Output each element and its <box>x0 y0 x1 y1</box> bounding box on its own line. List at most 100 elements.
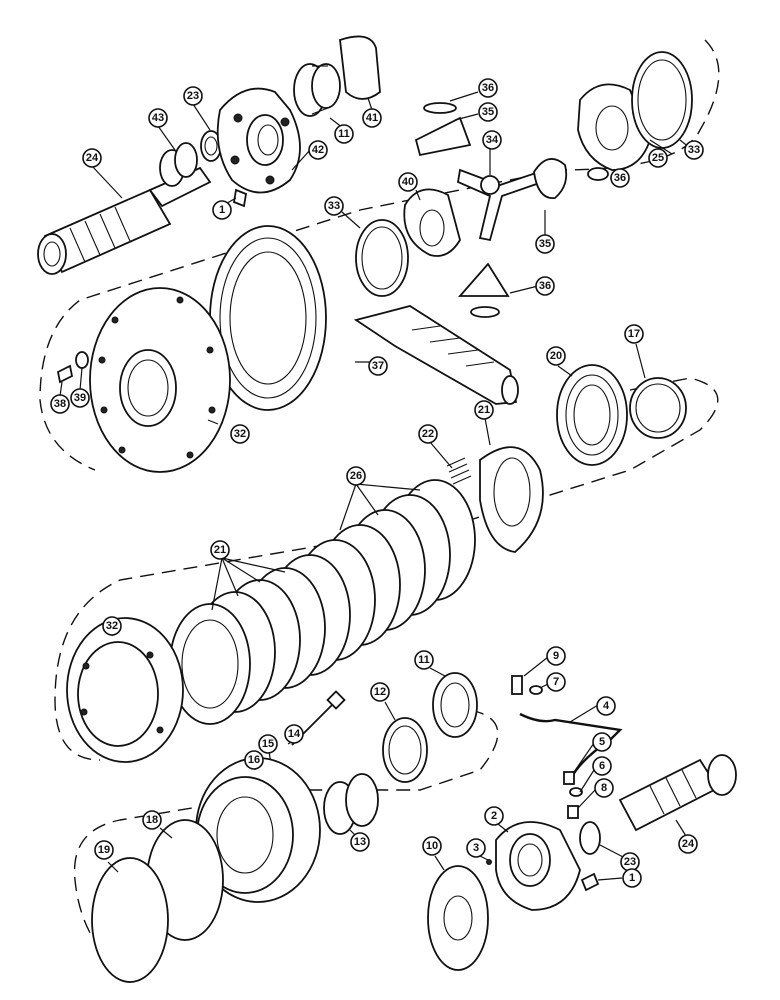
svg-text:15: 15 <box>262 738 274 750</box>
svg-text:23: 23 <box>624 856 636 868</box>
svg-text:9: 9 <box>553 650 559 662</box>
svg-text:2: 2 <box>491 810 497 822</box>
callout-3: 3 <box>466 838 486 858</box>
bearing-lower <box>382 667 478 783</box>
callout-6: 6 <box>592 756 612 776</box>
callout-11-upper: 11 <box>334 124 354 144</box>
callout-7: 7 <box>546 672 566 692</box>
callout-36-right: 36 <box>610 168 630 188</box>
callout-1-upper: 1 <box>212 200 232 220</box>
svg-text:5: 5 <box>599 736 605 748</box>
svg-text:7: 7 <box>553 676 559 688</box>
callout-39: 39 <box>70 388 90 408</box>
callout-41: 41 <box>362 108 382 128</box>
svg-text:35: 35 <box>482 106 494 118</box>
svg-text:32: 32 <box>106 620 118 632</box>
svg-text:3: 3 <box>473 842 479 854</box>
callout-43: 43 <box>148 108 168 128</box>
callout-10: 10 <box>422 836 442 856</box>
callout-5: 5 <box>592 732 612 752</box>
differential-case <box>56 287 231 473</box>
svg-text:11: 11 <box>418 654 430 666</box>
thrust-washer-left <box>341 211 409 297</box>
callout-19: 19 <box>94 840 114 860</box>
callout-2: 2 <box>484 806 504 826</box>
callout-8: 8 <box>594 778 614 798</box>
svg-text:21: 21 <box>478 404 490 416</box>
svg-text:40: 40 <box>402 176 414 188</box>
svg-text:10: 10 <box>426 840 438 852</box>
svg-text:8: 8 <box>601 782 607 794</box>
callout-40: 40 <box>398 172 418 192</box>
callout-21-lower: 21 <box>210 540 230 560</box>
svg-text:33: 33 <box>688 144 700 156</box>
bearing-upper <box>293 35 381 129</box>
callout-22: 22 <box>418 424 438 444</box>
svg-text:39: 39 <box>74 392 86 404</box>
clutch-housing <box>66 617 184 763</box>
svg-text:4: 4 <box>603 700 610 712</box>
svg-text:43: 43 <box>152 112 164 124</box>
svg-text:23: 23 <box>187 90 199 102</box>
callout-11-lower: 11 <box>414 650 434 670</box>
svg-text:33: 33 <box>328 200 340 212</box>
callout-42: 42 <box>308 140 328 160</box>
svg-text:24: 24 <box>682 838 695 850</box>
callout-15: 15 <box>258 734 278 754</box>
svg-text:26: 26 <box>350 470 362 482</box>
svg-text:25: 25 <box>652 152 664 164</box>
callout-35-middle: 35 <box>535 234 555 254</box>
callout-13: 13 <box>350 832 370 852</box>
svg-text:11: 11 <box>338 128 350 140</box>
callout-32-upper: 32 <box>230 424 250 444</box>
svg-text:17: 17 <box>628 328 640 340</box>
piston-seal-and-ring <box>556 343 687 466</box>
svg-text:20: 20 <box>550 350 562 362</box>
clutch-disc-pack <box>169 479 476 725</box>
svg-text:14: 14 <box>288 728 301 740</box>
callout-17: 17 <box>624 324 644 344</box>
axle-shaft-lower <box>579 754 737 859</box>
callout-23-lower: 23 <box>620 852 640 872</box>
svg-text:12: 12 <box>374 686 386 698</box>
svg-text:42: 42 <box>312 144 324 156</box>
callout-1-lower: 1 <box>622 868 642 888</box>
callout-33-left: 33 <box>324 196 344 216</box>
callout-35-top: 35 <box>478 102 498 122</box>
callout-32-lower: 32 <box>102 616 122 636</box>
svg-text:24: 24 <box>86 152 99 164</box>
callout-23-upper: 23 <box>183 86 203 106</box>
svg-text:41: 41 <box>366 112 378 124</box>
piston-and-seal-rings <box>91 755 321 983</box>
callout-33-right: 33 <box>684 140 704 160</box>
svg-text:36: 36 <box>614 172 626 184</box>
svg-text:35: 35 <box>539 238 551 250</box>
svg-text:36: 36 <box>539 280 551 292</box>
svg-text:6: 6 <box>599 760 605 772</box>
svg-text:16: 16 <box>248 754 260 766</box>
callout-24-lower: 24 <box>678 834 698 854</box>
differential-gears <box>403 51 693 318</box>
svg-text:22: 22 <box>422 428 434 440</box>
callout-38: 38 <box>50 394 70 414</box>
callout-26: 26 <box>346 466 366 486</box>
svg-text:1: 1 <box>219 204 225 216</box>
callout-12: 12 <box>370 682 390 702</box>
callout-36-top: 36 <box>478 78 498 98</box>
callout-20: 20 <box>546 346 566 366</box>
callout-18: 18 <box>142 810 162 830</box>
callout-34: 34 <box>482 130 502 150</box>
svg-text:38: 38 <box>54 398 66 410</box>
bolt-washer-rings <box>266 690 379 841</box>
ring-gear-and-pinion <box>209 225 519 411</box>
callout-37: 37 <box>368 356 388 376</box>
axle-shaft-upper <box>37 165 212 275</box>
svg-text:13: 13 <box>354 836 366 848</box>
svg-text:34: 34 <box>486 134 499 146</box>
svg-text:1: 1 <box>629 872 635 884</box>
callout-16: 16 <box>244 750 264 770</box>
svg-text:37: 37 <box>372 360 384 372</box>
oil-line-and-fittings <box>511 656 623 819</box>
callout-25: 25 <box>648 148 668 168</box>
